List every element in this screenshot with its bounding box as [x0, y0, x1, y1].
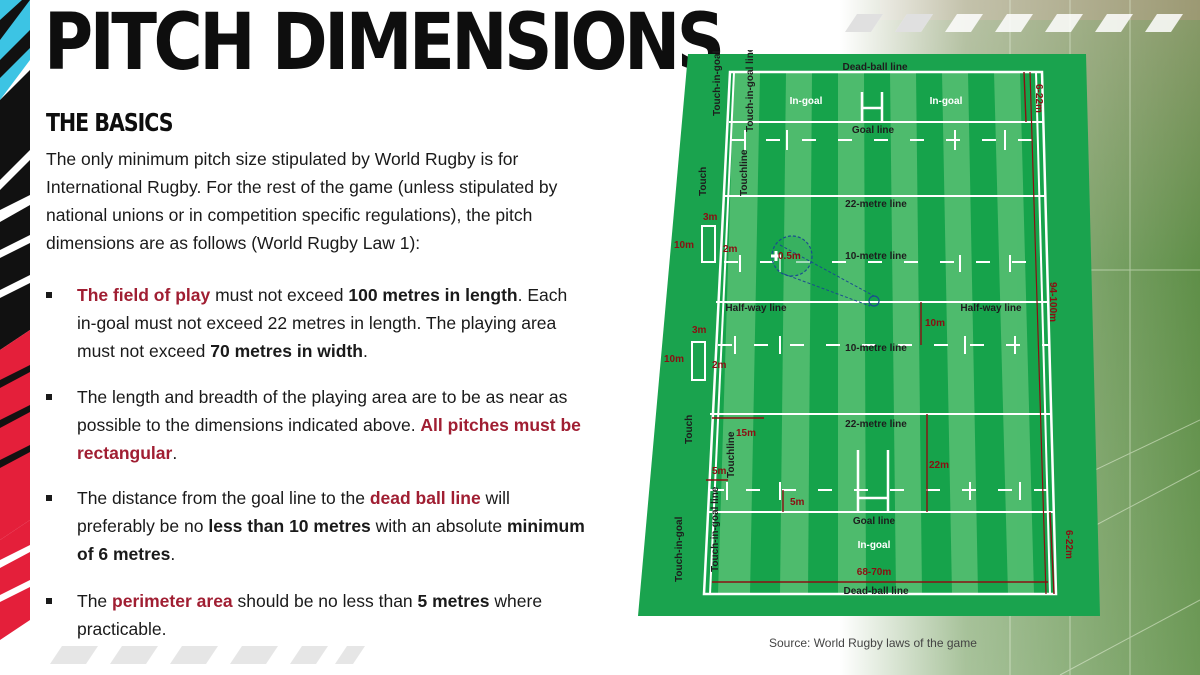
- arrow-length: [1029, 71, 1047, 595]
- source-caption: Source: World Rugby laws of the game: [769, 636, 977, 650]
- bullet-field-of-play: The field of play must not exceed 100 me…: [46, 281, 586, 365]
- label-touch-bottom: Touch: [684, 415, 695, 444]
- label-goal-line-bottom: Goal line: [853, 516, 896, 527]
- bullet-rectangular: The length and breadth of the playing ar…: [46, 383, 586, 467]
- goal-posts-bottom: [856, 450, 890, 512]
- page-title: PITCH DIMENSIONS: [44, 0, 725, 88]
- dim-10m-b: 10m: [664, 354, 684, 365]
- lineout-box-top: [701, 225, 716, 263]
- label-half-way-left: Half-way line: [725, 303, 787, 314]
- touchline-left: [709, 71, 735, 595]
- decorative-hatch-bottom: [50, 646, 365, 664]
- dim-5m-b: 5m: [790, 497, 805, 508]
- section-subtitle: THE BASICS: [46, 108, 174, 137]
- bullet-dead-ball-line: The distance from the goal line to the d…: [46, 484, 586, 568]
- bullet-marker: [46, 394, 52, 400]
- dim-15m: 15m: [736, 428, 756, 439]
- pitch-diagram: Dead-ball line Dead-ball line In-goal In…: [638, 50, 1100, 616]
- label-10-top: 10-metre line: [845, 251, 907, 262]
- dim-3m-a: 3m: [703, 212, 718, 223]
- label-dead-ball-bottom: Dead-ball line: [843, 586, 908, 597]
- dim-2m-a: 2m: [723, 244, 738, 255]
- bullet-perimeter-area: The perimeter area should be no less tha…: [46, 587, 586, 643]
- bullet-marker: [46, 495, 52, 501]
- intro-paragraph: The only minimum pitch size stipulated b…: [46, 149, 558, 253]
- label-in-goal-left: In-goal: [790, 96, 823, 107]
- label-10-bottom: 10-metre line: [845, 343, 907, 354]
- arrow-6-22-top: [1023, 71, 1027, 123]
- dim-22m: 22m: [929, 460, 949, 471]
- dim-3m-b: 3m: [692, 325, 707, 336]
- bullet-marker: [46, 292, 52, 298]
- dim-0-5m: 0.5m: [778, 251, 801, 262]
- label-dead-ball-top: Dead-ball line: [842, 62, 907, 73]
- label-touch-in-goal-bottom-outer: Touch-in-goal: [674, 516, 685, 582]
- dim-6-22-bottom: 6-22m: [1063, 530, 1074, 559]
- goal-posts-top: [860, 92, 884, 122]
- label-in-goal-bottom: In-goal: [858, 540, 891, 551]
- label-touchline-bottom: Touchline: [726, 431, 737, 478]
- arrow-6-22-bottom: [1049, 511, 1055, 595]
- decorative-hatch-top: [845, 14, 1183, 32]
- label-goal-line-top: Goal line: [852, 125, 895, 136]
- lineout-box-bottom: [691, 341, 706, 381]
- label-touch-in-goal-top-outer: Touch-in-goal: [712, 50, 723, 116]
- touchline-right: [1035, 71, 1051, 595]
- pitch-stripes: [718, 72, 1034, 594]
- decorative-side-strip: [0, 0, 30, 675]
- label-in-goal-right: In-goal: [930, 96, 963, 107]
- bullet-marker: [46, 598, 52, 604]
- label-22-top: 22-metre line: [845, 199, 907, 210]
- label-touch-in-goal-top: Touch-in-goal line: [745, 50, 756, 132]
- dim-6-22-top: 6-22m: [1033, 84, 1044, 113]
- dim-2m-b: 2m: [712, 360, 727, 371]
- label-touch-top: Touch: [698, 167, 709, 196]
- dim-width: 68-70m: [857, 567, 892, 578]
- dead-ball-line-outline: [702, 70, 1058, 596]
- label-touchline-top: Touchline: [739, 149, 750, 196]
- dim-10m-center: 10m: [925, 318, 945, 329]
- callout-0-5m: [771, 235, 880, 307]
- dim-length: 94-100m: [1047, 282, 1058, 322]
- dim-10m-a: 10m: [674, 240, 694, 251]
- dim-5m-a: 5m: [712, 466, 727, 477]
- label-22-bottom: 22-metre line: [845, 419, 907, 430]
- label-half-way-right: Half-way line: [960, 303, 1022, 314]
- hash-marks: [726, 130, 1021, 500]
- label-touch-in-goal-bottom: Touch-in-goal line: [710, 486, 721, 572]
